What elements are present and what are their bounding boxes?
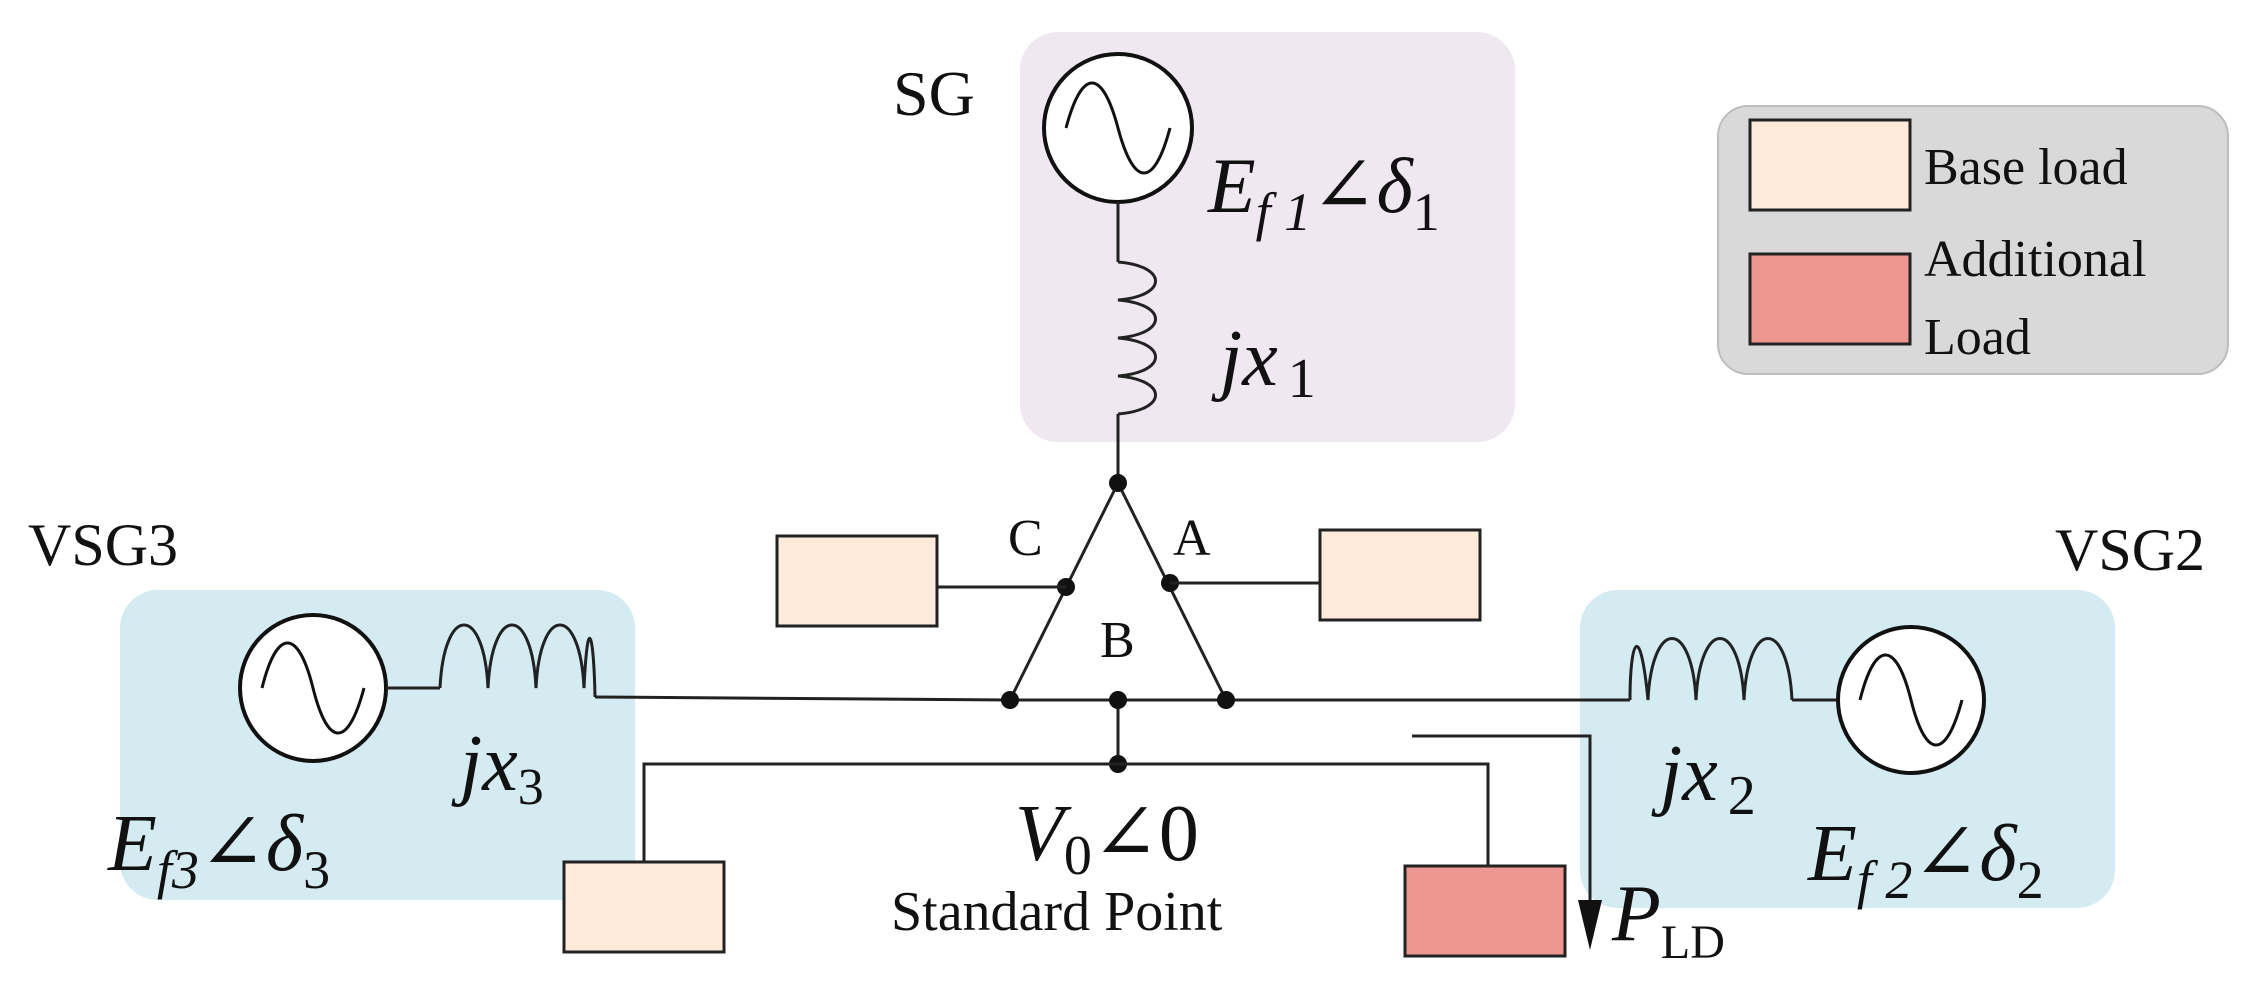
- legend-additional-load-label-line1: Additional: [1924, 231, 2146, 288]
- sg-generator-icon: [1042, 52, 1194, 204]
- base-load-c: [775, 534, 939, 628]
- vsg2-name-label: VSG2: [2055, 517, 2205, 583]
- legend: Base load Additional Load: [1717, 105, 2229, 375]
- delta-left-vertex: [1001, 691, 1019, 709]
- sg-emf-label: Ef 1∠δ1: [1207, 142, 1440, 242]
- node-a-label: A: [1173, 510, 1211, 567]
- vsg2-region: [1580, 590, 2115, 908]
- vsg3-reactance-label: jx3: [451, 720, 544, 816]
- load-flow-wire: [1412, 734, 1592, 910]
- node-c-label: C: [1008, 510, 1043, 567]
- vsg2-generator-icon: [1836, 625, 1986, 775]
- sg-inductor: [1117, 260, 1157, 416]
- node-b-label: B: [1100, 612, 1135, 669]
- legend-base-load-swatch: [1748, 118, 1912, 212]
- sg-junction-node: [1109, 474, 1127, 492]
- reference-voltage-label: V0∠0: [1015, 790, 1199, 887]
- vsg3-inductor: [438, 623, 597, 698]
- standard-point-label: Standard Point: [891, 881, 1223, 943]
- vsg2-inductor: [1628, 637, 1794, 701]
- vsg3-generator-icon: [238, 613, 388, 763]
- additional-load: [1403, 864, 1567, 958]
- legend-base-load-label: Base load: [1924, 139, 2128, 196]
- sg-name-label: SG: [893, 58, 975, 129]
- load-flow-arrowhead: [1578, 900, 1602, 950]
- delta-right-vertex: [1217, 691, 1235, 709]
- standard-point-bus-wire: [642, 762, 1490, 866]
- legend-additional-load-swatch: [1748, 252, 1912, 346]
- base-load-a: [1318, 528, 1482, 622]
- vsg3-emf-label: Ef3∠δ3: [107, 800, 330, 900]
- base-load-standard-point: [562, 860, 726, 954]
- legend-additional-load-label-line2: Load: [1924, 309, 2031, 366]
- vsg2-emf-label: Ef 2∠δ2: [1807, 810, 2044, 910]
- node-b-dot: [1109, 691, 1127, 709]
- vsg3-name-label: VSG3: [28, 512, 178, 578]
- load-power-label: PLD: [1611, 870, 1725, 969]
